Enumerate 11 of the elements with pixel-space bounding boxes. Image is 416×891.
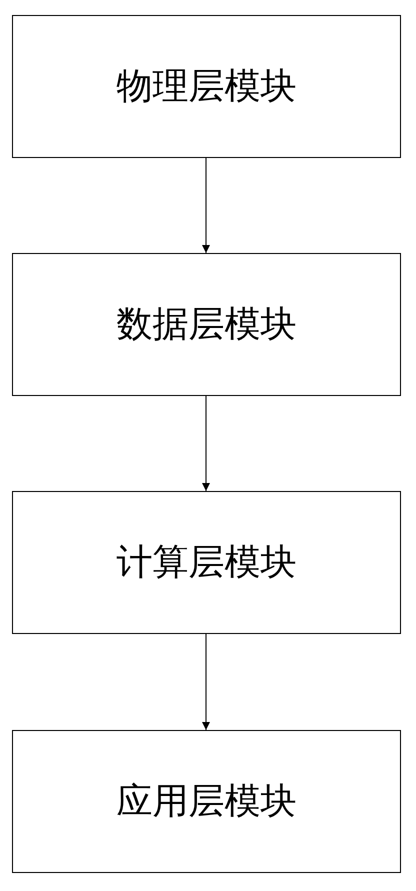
- arrow: [202, 396, 210, 492]
- module-box: [12, 730, 401, 873]
- module-box: [12, 491, 401, 634]
- module-box: [12, 15, 401, 158]
- arrow: [202, 158, 210, 254]
- arrow: [202, 634, 210, 730]
- module-box: [12, 253, 401, 396]
- module-label: 物理层模块: [116, 65, 296, 109]
- module-label: 计算层模块: [116, 541, 296, 585]
- module-label: 数据层模块: [116, 303, 296, 347]
- module-label: 应用层模块: [116, 780, 296, 824]
